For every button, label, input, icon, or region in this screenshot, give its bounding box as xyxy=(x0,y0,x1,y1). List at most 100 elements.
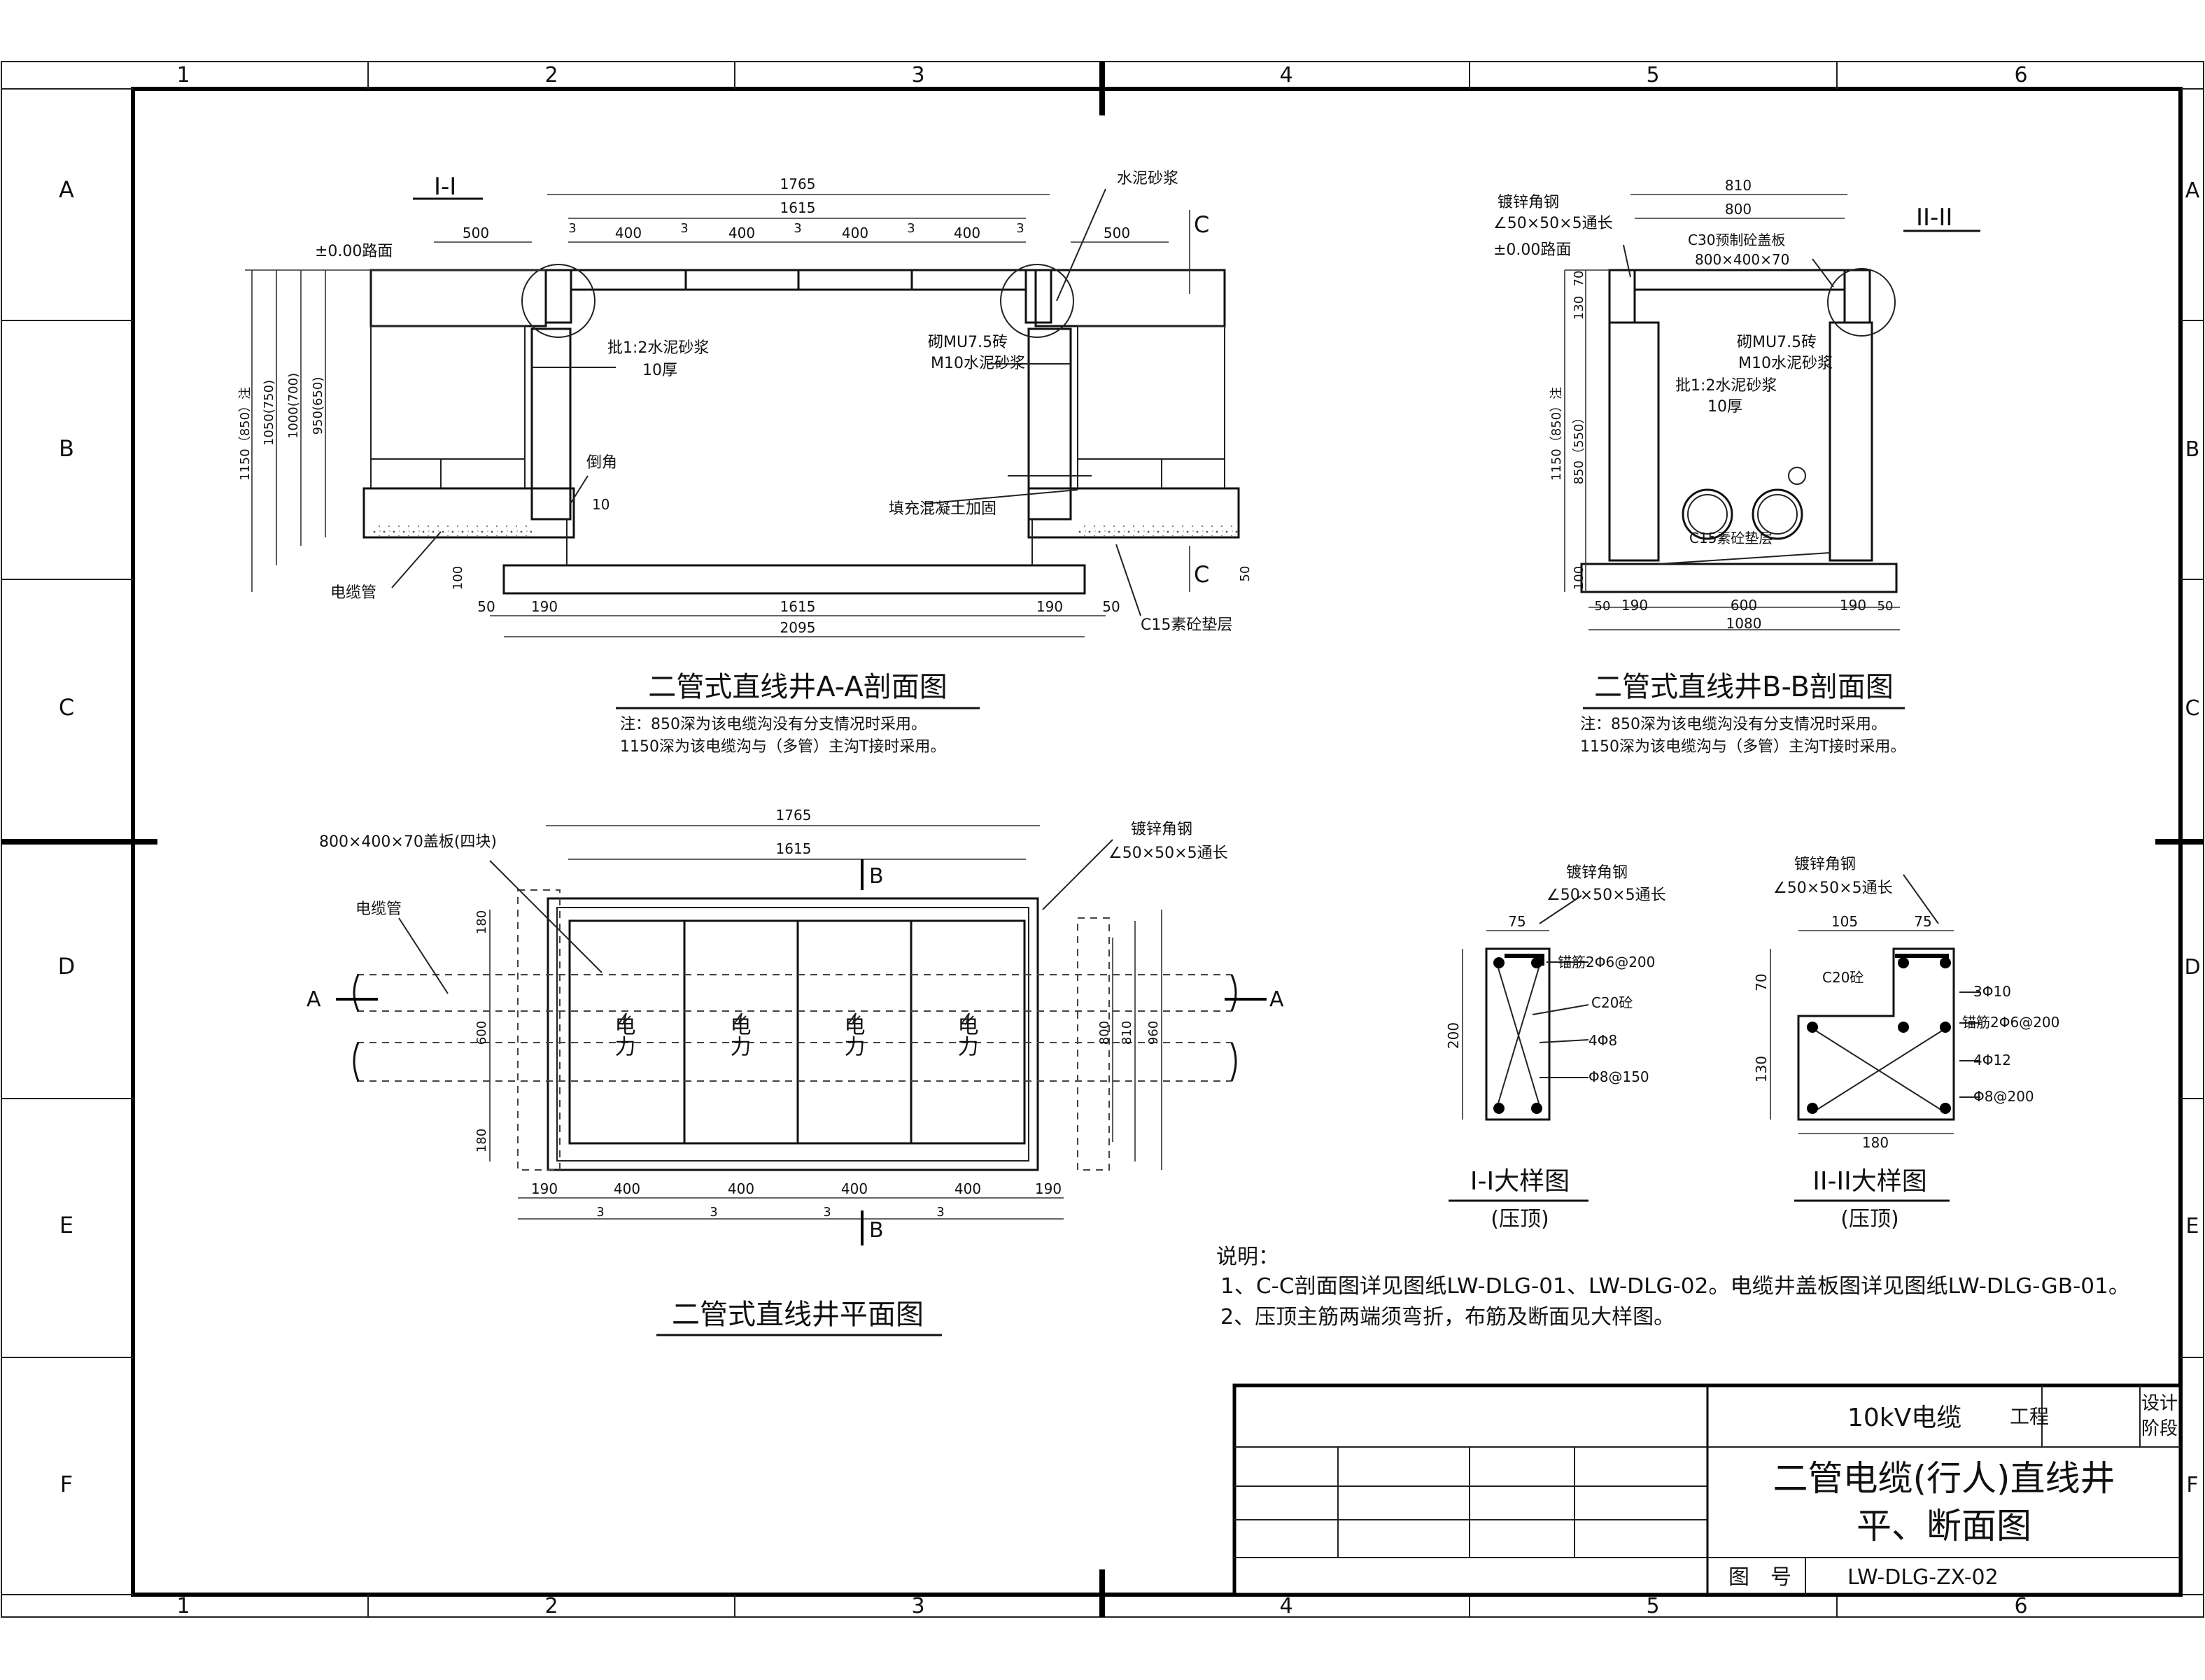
detail-2-concrete: C20砼 xyxy=(1822,969,1864,986)
dim-aa-3-d: 3 xyxy=(907,221,915,236)
plan-drawing xyxy=(336,825,1267,1245)
label-bb-brick-2: M10水泥砂浆 xyxy=(1738,355,1833,372)
plan-panel-4-bolt-icon xyxy=(961,1012,974,1026)
label-aa-plaster-2: 10厚 xyxy=(642,362,677,379)
plan-dim-1765: 1765 xyxy=(776,807,812,824)
dim-aa-1050: 1050(750) xyxy=(262,380,276,446)
section-aa-cut-bottom: C xyxy=(1194,561,1209,588)
label-bb-plaster-1: 批1:2水泥砂浆 xyxy=(1675,377,1777,395)
plan-label-pipe: 电缆管 xyxy=(355,901,402,918)
grid-row-markers: A B C D E F A B C D E F xyxy=(1,176,2204,1497)
grid-col-3-top: 3 xyxy=(911,63,924,87)
plan-panel-2-text: 电力 xyxy=(726,1015,751,1057)
label-aa-brick-2: M10水泥砂浆 xyxy=(931,355,1025,372)
dim-aa-50-left: 50 xyxy=(477,598,495,615)
detail-1-dim-200: 200 xyxy=(1445,1022,1462,1049)
detail-2-dim-75: 75 xyxy=(1914,913,1931,930)
plan-dim-180-top: 180 xyxy=(474,910,489,934)
section-bb-labels: II-II 810 800 镀锌角钢 ∠50×50×5通长 ±0.00路面 C3… xyxy=(1493,177,1980,756)
plan-cut-b-top: B xyxy=(869,864,884,889)
label-aa-cement: 水泥砂浆 xyxy=(1117,170,1178,188)
plan-label-angle-1: 镀锌角钢 xyxy=(1131,821,1192,838)
detail-2-title: II-II大样图 xyxy=(1812,1167,1926,1196)
dim-aa-500-right: 500 xyxy=(1104,225,1130,241)
title-project-suffix: 工程 xyxy=(2010,1405,2049,1428)
plan-dim-810: 810 xyxy=(1120,1021,1134,1045)
grid-row-a-right: A xyxy=(2185,178,2200,203)
label-aa-road: ±0.00路面 xyxy=(315,243,393,260)
plan-dim-190-left: 190 xyxy=(531,1180,558,1197)
dim-aa-1615-bottom: 1615 xyxy=(780,598,816,615)
dim-aa-950: 950(650) xyxy=(311,377,325,435)
dim-bb-190-right: 190 xyxy=(1840,597,1866,614)
detail-2-angle-2: ∠50×50×5通长 xyxy=(1773,880,1893,897)
dim-aa-50-right: 50 xyxy=(1238,566,1253,582)
dim-bb-70: 70 xyxy=(1572,271,1586,287)
grid-col-1-bottom: 1 xyxy=(176,1594,190,1618)
grid-col-5-bottom: 5 xyxy=(1646,1594,1659,1618)
section-aa-drawing xyxy=(245,188,1240,637)
detail-2-rebar-main: 4Φ12 xyxy=(1973,1052,2011,1068)
detail-2-anchor: 锚筋2Φ6@200 xyxy=(1962,1014,2059,1031)
plan-dim-960: 960 xyxy=(1146,1021,1161,1045)
notes-line-1: 1、C-C剖面图详见图纸LW-DLG-01、LW-DLG-02。电缆井盖板图详见… xyxy=(1220,1274,2130,1299)
plan-dim-1615: 1615 xyxy=(776,840,812,857)
title-stage-1: 设计 xyxy=(2141,1393,2178,1414)
label-bb-plaster-2: 10厚 xyxy=(1707,398,1742,416)
dim-aa-50-right-b: 50 xyxy=(1102,598,1120,615)
grid-row-f-right: F xyxy=(2186,1473,2198,1497)
label-aa-fill: 填充混凝土加固 xyxy=(889,500,996,518)
dim-bb-1080: 1080 xyxy=(1726,615,1762,632)
label-bb-road: ±0.00路面 xyxy=(1493,241,1571,259)
detail-1-title: I-I大样图 xyxy=(1470,1167,1570,1196)
dim-aa-400-c: 400 xyxy=(842,225,868,241)
grid-col-6-bottom: 6 xyxy=(2014,1594,2027,1618)
dim-bb-810: 810 xyxy=(1725,177,1752,194)
detail-2-drawing xyxy=(1770,874,1980,1134)
grid-row-c-left: C xyxy=(59,694,74,721)
detail-2-stirrup: Φ8@200 xyxy=(1973,1088,2034,1105)
dim-bb-190-left: 190 xyxy=(1621,597,1648,614)
plan-label-angle-2: ∠50×50×5通长 xyxy=(1108,845,1228,862)
detail-1-labels: 75 200 镀锌角钢 ∠50×50×5通长 锚筋2Φ6@200 C20砼 4Φ… xyxy=(1445,864,1666,1231)
grid-row-a-left: A xyxy=(59,176,74,203)
section-bb-title: 二管式直线井B-B剖面图 xyxy=(1594,671,1894,703)
detail-1-stirrup: Φ8@150 xyxy=(1588,1068,1649,1085)
dim-bb-50-left: 50 xyxy=(1595,599,1611,614)
title-project: 10kV电缆 xyxy=(1847,1404,1961,1432)
dim-aa-400-b: 400 xyxy=(728,225,755,241)
dim-bb-100: 100 xyxy=(1572,566,1586,590)
grid-col-5-top: 5 xyxy=(1646,63,1659,87)
dim-aa-1615: 1615 xyxy=(780,199,816,216)
dim-bb-800: 800 xyxy=(1725,201,1752,218)
plan-cut-a-right: A xyxy=(1269,987,1284,1012)
dim-aa-190-left: 190 xyxy=(531,598,558,615)
dim-aa-500-left: 500 xyxy=(463,225,489,241)
grid-col-3-bottom: 3 xyxy=(911,1594,924,1618)
notes-line-2: 2、压顶主筋两端须弯折，布筋及断面见大样图。 xyxy=(1220,1305,1675,1329)
dim-aa-3-a: 3 xyxy=(568,221,576,236)
label-bb-cushion: C15素砼垫层 xyxy=(1689,530,1773,546)
grid-column-markers: 1 2 3 4 5 6 1 2 3 4 5 6 xyxy=(176,62,2028,1618)
label-aa-cushion: C15素砼垫层 xyxy=(1141,616,1232,634)
plan-dim-400-b: 400 xyxy=(728,1180,754,1197)
section-aa-labels: I-I C C 1765 1615 3 400 3 400 3 400 3 40… xyxy=(238,170,1253,756)
label-aa-pipe: 电缆管 xyxy=(330,584,376,602)
dim-aa-2095: 2095 xyxy=(780,619,816,636)
section-bb-drawing xyxy=(1564,194,1900,630)
dim-bb-850: 850（550） xyxy=(1572,411,1586,485)
detail-1-subtitle: (压顶) xyxy=(1491,1207,1549,1231)
dim-aa-10: 10 xyxy=(592,496,610,513)
dim-aa-3-c: 3 xyxy=(794,221,801,236)
sheet-frame xyxy=(1,61,2204,1618)
plan-dim-180-bottom: 180 xyxy=(474,1129,489,1152)
drawing-title-line-1: 二管电缆(行人)直线井 xyxy=(1773,1458,2115,1499)
dim-aa-400-d: 400 xyxy=(954,225,980,241)
plan-dim-400-d: 400 xyxy=(954,1180,981,1197)
detail-2-dim-70: 70 xyxy=(1753,973,1770,991)
grid-row-d-left: D xyxy=(58,953,76,980)
grid-row-b-left: B xyxy=(59,435,74,462)
dim-aa-1150: 1150（850）注 xyxy=(238,387,253,481)
label-bb-angle-1: 镀锌角钢 xyxy=(1498,194,1559,211)
plan-dim-3-c: 3 xyxy=(823,1205,831,1220)
